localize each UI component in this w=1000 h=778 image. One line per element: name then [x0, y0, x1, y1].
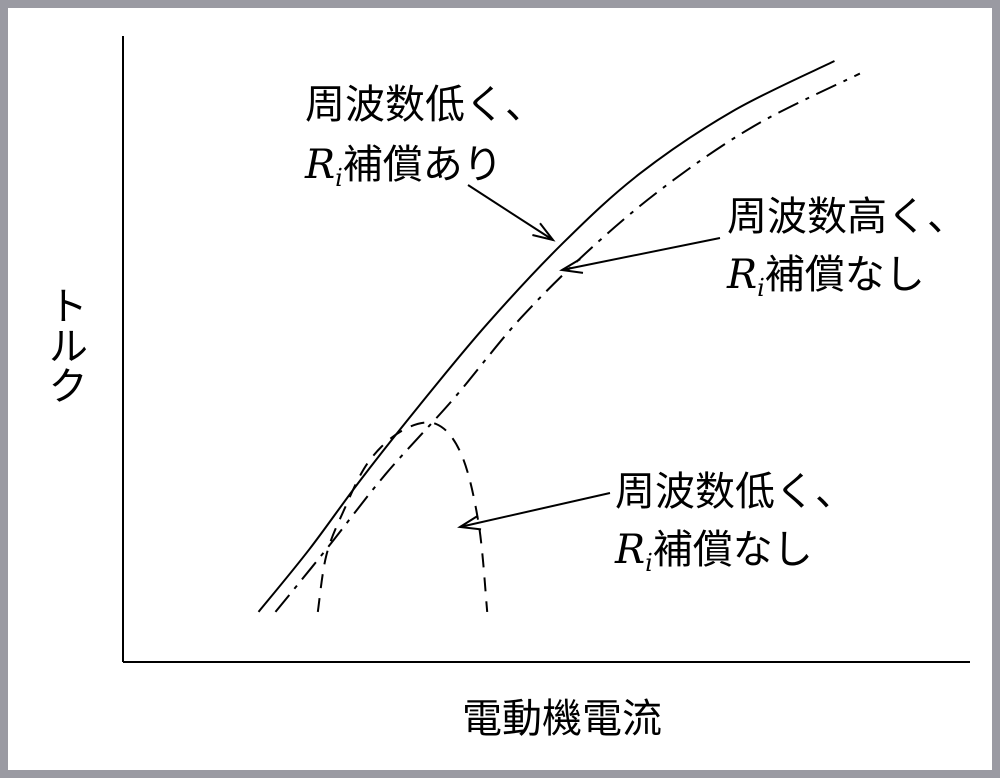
label-series-solid-line1: 周波数低く、 — [305, 82, 545, 128]
axes — [122, 36, 970, 663]
label-series-dashed-line2: Ri補償なし — [614, 527, 813, 577]
arrow-series-solid — [467, 184, 556, 242]
label-series-dashdot: 周波数高く、 Ri補償なし — [726, 194, 967, 302]
arrow-series-dashed — [457, 492, 611, 531]
label-series-solid: 周波数低く、 Ri補償あり — [304, 82, 545, 192]
series-line-dashdot — [274, 72, 861, 613]
series-line-solid — [257, 60, 835, 613]
y-axis-label: トルク — [41, 285, 87, 405]
label-series-solid-line2: Ri補償あり — [304, 142, 503, 192]
series-line-dashed — [316, 421, 489, 613]
label-series-dashed: 周波数低く、 Ri補償なし — [614, 469, 855, 577]
label-series-dashed-line1: 周波数低く、 — [615, 469, 855, 515]
x-axis-label: 電動機電流 — [462, 696, 662, 742]
label-series-dashdot-line1: 周波数高く、 — [727, 194, 967, 240]
arrow-layer — [457, 184, 721, 531]
arrow-series-dashdot — [559, 237, 721, 274]
label-series-dashdot-line2: Ri補償なし — [726, 252, 925, 302]
